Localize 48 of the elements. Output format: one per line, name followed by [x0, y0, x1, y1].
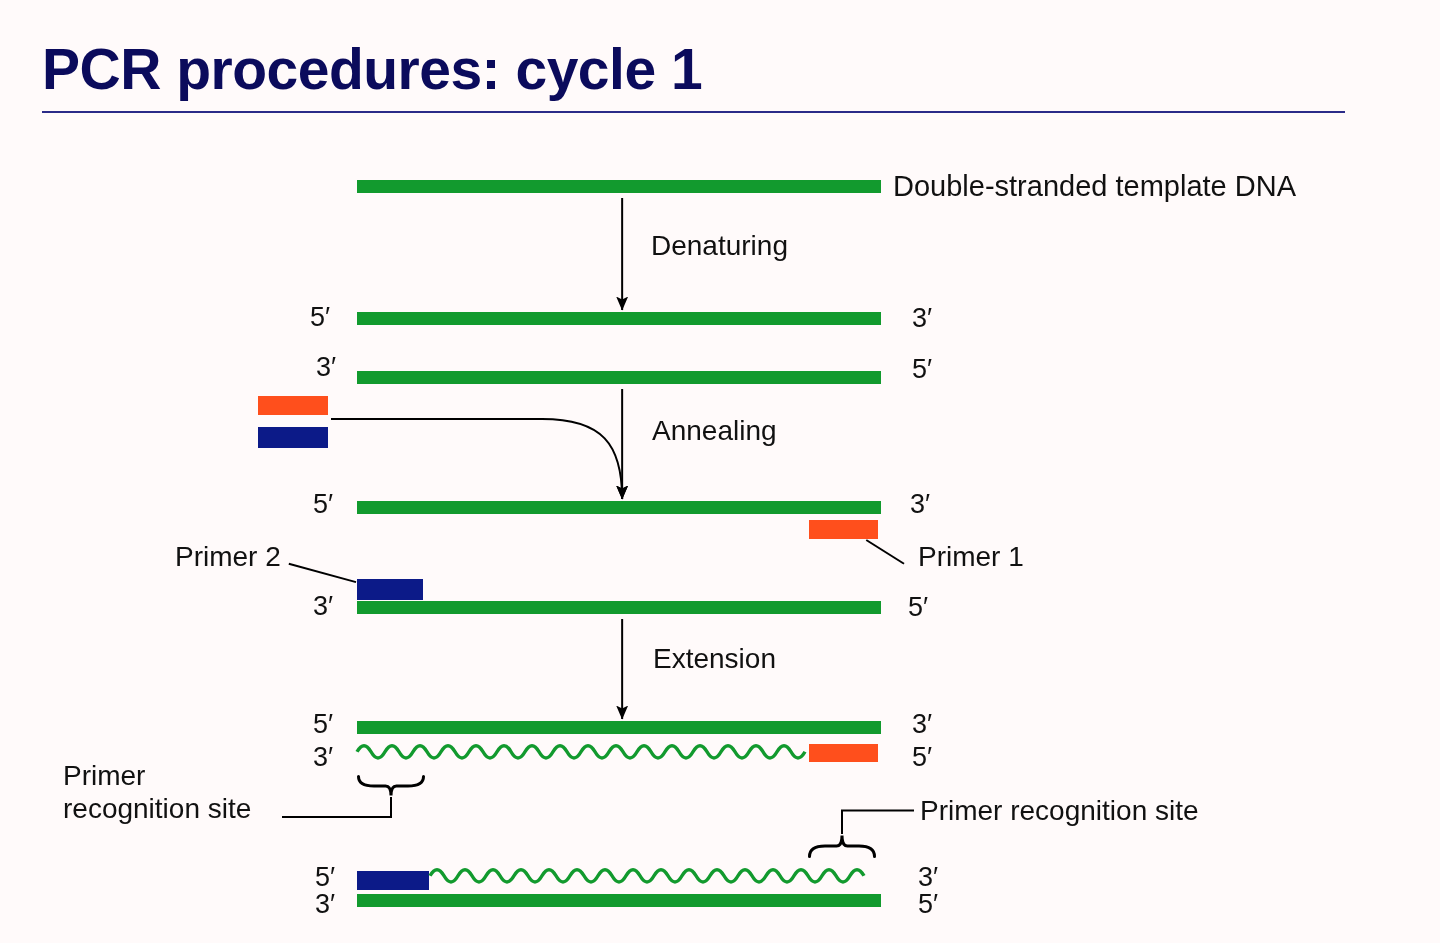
- strand-caption: Double-stranded template DNA: [893, 169, 1296, 203]
- strand-end-label: 5′: [313, 491, 334, 518]
- strand-end-label: 3′: [315, 891, 336, 918]
- slide-title: PCR procedures: cycle 1: [42, 36, 703, 103]
- leader-line: [841, 809, 915, 835]
- strand-end-label: 5′: [313, 711, 334, 738]
- strand-end-label: 3′: [316, 354, 337, 381]
- dna-strand: [357, 312, 881, 325]
- strand-end-label: 5′: [908, 594, 929, 621]
- strand-end-label: 3′: [313, 593, 334, 620]
- leader-line: [281, 796, 392, 819]
- primer-block: [809, 520, 878, 539]
- dna-strand: [357, 371, 881, 384]
- arrow: [616, 618, 629, 720]
- strand-end-label: 3′: [313, 744, 334, 771]
- new-dna-strand: [357, 743, 809, 761]
- dna-strand: [357, 894, 881, 907]
- strand-end-label: 3′: [910, 491, 931, 518]
- dna-strand: [357, 501, 881, 514]
- arrow: [616, 197, 629, 311]
- site-label: Primer recognition site: [63, 759, 268, 825]
- curly-brace: [357, 775, 425, 797]
- strand-end-label: 3′: [918, 864, 939, 891]
- primer-label: Primer 1: [918, 540, 1024, 573]
- primer-label: Primer 2: [175, 540, 281, 573]
- primer-block: [809, 744, 878, 762]
- strand-end-label: 5′: [310, 304, 331, 331]
- primer-block: [357, 579, 423, 600]
- step-label: Denaturing: [651, 229, 788, 262]
- curved-arrow: [330, 418, 628, 500]
- dna-strand: [357, 601, 881, 614]
- site-label: Primer recognition site: [920, 794, 1199, 827]
- primer-block: [258, 396, 328, 415]
- primer-block: [357, 871, 429, 890]
- strand-end-label: 5′: [912, 356, 933, 383]
- dna-strand: [357, 721, 881, 734]
- strand-end-label: 5′: [315, 864, 336, 891]
- strand-end-label: 5′: [918, 891, 939, 918]
- dna-strand: [357, 180, 881, 193]
- strand-end-label: 3′: [912, 305, 933, 332]
- step-label: Annealing: [652, 414, 777, 447]
- strand-end-label: 3′: [912, 711, 933, 738]
- strand-end-label: 5′: [912, 744, 933, 771]
- leader-line: [865, 539, 905, 565]
- primer-block: [258, 427, 328, 448]
- curly-brace: [808, 834, 876, 858]
- step-label: Extension: [653, 642, 776, 675]
- leader-line: [287, 562, 357, 584]
